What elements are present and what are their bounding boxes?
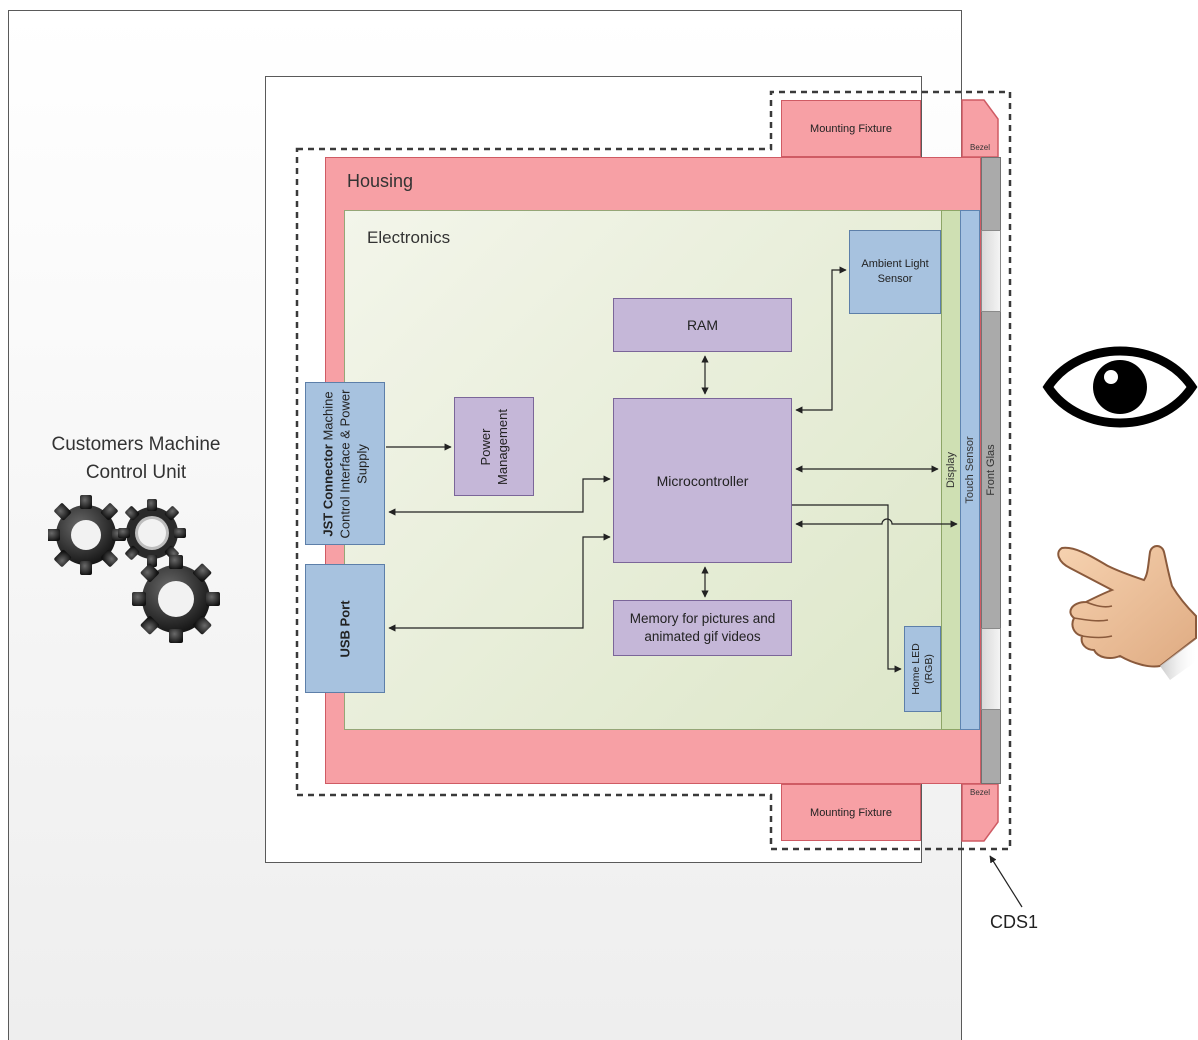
- cds-pointer-line: [989, 855, 1023, 908]
- front-glass-layer: [981, 157, 1001, 784]
- line-usb-mcu: [388, 533, 611, 632]
- customer-unit-label: Customers Machine Control Unit: [51, 434, 221, 483]
- pointing-hand-icon: [1057, 545, 1198, 680]
- bezel-shape: [961, 99, 999, 842]
- glass-window-top: [981, 230, 1001, 312]
- ram-block: RAM: [613, 298, 792, 352]
- glass-window-bottom: [981, 628, 1001, 710]
- dashed-housing-outline: [295, 90, 1012, 851]
- home-led-block: Home LED (RGB): [904, 626, 941, 712]
- bezel-top-label: Bezel: [969, 143, 990, 152]
- ambient-light-sensor-block: Ambient Light Sensor: [849, 230, 941, 314]
- line-mcu-touch: [795, 518, 958, 528]
- microcontroller-block: Microcontroller: [613, 398, 792, 563]
- line-mcu-ambient: [795, 266, 847, 414]
- memory-block: Memory for pictures and animated gif vid…: [613, 600, 792, 656]
- housing-label: Housing: [347, 171, 414, 191]
- gears-icon: [48, 495, 220, 643]
- electronics-label: Electronics: [367, 228, 451, 247]
- mounting-fixture-bottom: Mounting Fixture: [781, 784, 921, 841]
- mounting-fixture-top: Mounting Fixture: [781, 100, 921, 157]
- line-mcu-led: [792, 504, 902, 673]
- usb-port-block: USB Port: [305, 564, 385, 693]
- touch-sensor-layer: Touch Sensor: [960, 210, 980, 730]
- jst-connector-block: JST Connector Machine Control Interface …: [305, 382, 385, 545]
- eye-icon: [1042, 346, 1198, 428]
- line-jst-mcu: [388, 475, 611, 516]
- bezel-bottom-label: Bezel: [969, 788, 990, 797]
- cds1-label: CDS1: [990, 912, 1039, 932]
